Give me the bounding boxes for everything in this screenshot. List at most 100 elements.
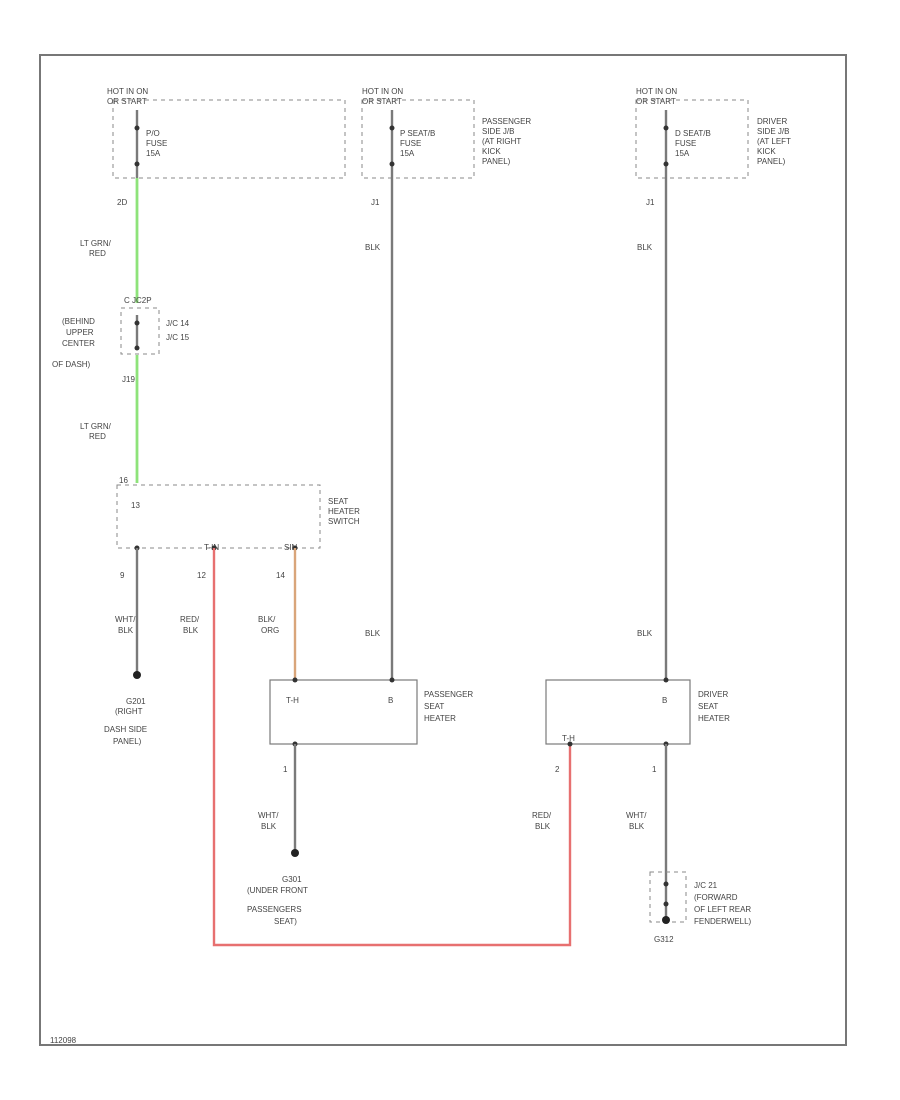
wire-color-whtblk-pass-a: WHT/ xyxy=(258,811,279,820)
pin-drv-2: 2 xyxy=(555,765,560,774)
pin-sw-out-gnd: 9 xyxy=(120,571,125,580)
drv-gnd-dot-2 xyxy=(663,901,669,907)
hot-label-right-1: HOT IN ON xyxy=(636,87,677,96)
right-fuse-dot-2 xyxy=(663,161,669,167)
ground-right-3: OF LEFT REAR xyxy=(694,905,751,914)
left-fuse-label-3: 15A xyxy=(146,149,161,158)
drv-heater-label-1: DRIVER xyxy=(698,690,728,699)
switch-ground-branch: 9 WHT/ BLK G201 (RIGHT DASH SIDE PANEL) xyxy=(104,548,147,746)
hot-label-left-2: OR START xyxy=(107,97,147,106)
ground-left-1: G201 xyxy=(126,697,146,706)
wire-color-blk-mid-top: BLK xyxy=(365,243,381,252)
pass-dot-b xyxy=(389,677,395,683)
switch-label-1: SEAT xyxy=(328,497,348,506)
passenger-seat-heater: T-H B PASSENGER SEAT HEATER xyxy=(269,677,473,747)
hot-label-left-1: HOT IN ON xyxy=(107,87,148,96)
left-fuse-dot-1 xyxy=(134,125,140,131)
ground-left-2: (RIGHT xyxy=(115,707,143,716)
pin-sw-in2: 13 xyxy=(131,501,140,510)
right-fuse-box xyxy=(635,99,749,179)
jc-location-2: UPPER xyxy=(66,328,94,337)
hot-label-mid-1: HOT IN ON xyxy=(362,87,403,96)
mid-jb-label-1: PASSENGER xyxy=(482,117,531,126)
ground-right-2: (FORWARD xyxy=(694,893,738,902)
right-jb-label-4: KICK xyxy=(757,147,776,156)
wire-color-ltgrn-1a: LT GRN/ xyxy=(80,239,112,248)
pin-sw-out-ts: 14 xyxy=(276,571,285,580)
right-jb-label-5: PANEL) xyxy=(757,157,786,166)
mid-fuse-dot-2 xyxy=(389,161,395,167)
right-jb-label-3: (AT LEFT xyxy=(757,137,791,146)
jc-name-1: J/C 14 xyxy=(166,319,190,328)
right-fuse-label-1: D SEAT/B xyxy=(675,129,711,138)
wire-color-whtblk-sw-b: BLK xyxy=(118,626,134,635)
drv-heater-label-2: SEAT xyxy=(698,702,718,711)
drv-terminal-th: T-H xyxy=(562,734,575,743)
wire-color-whtblk-pass-b: BLK xyxy=(261,822,277,831)
pass-terminal-th: T-H xyxy=(286,696,299,705)
ground-left-3: DASH SIDE xyxy=(104,725,147,734)
ground-right-4: FENDERWELL) xyxy=(694,917,752,926)
ground-left-4: PANEL) xyxy=(113,737,142,746)
mid-fuse-group: HOT IN ON OR START P SEAT/B FUSE 15A PAS… xyxy=(361,87,531,179)
ground-right-1: J/C 21 xyxy=(694,881,718,890)
mid-blk-branch: J1 BLK BLK xyxy=(365,178,394,680)
mid-fuse-label-3: 15A xyxy=(400,149,415,158)
jc-location-4: OF DASH) xyxy=(52,360,91,369)
wire-color-redblk-sw-a: RED/ xyxy=(180,615,200,624)
mid-fuse-label-2: FUSE xyxy=(400,139,421,148)
wire-color-blkorg-a: BLK/ xyxy=(258,615,276,624)
right-fuse-group: HOT IN ON OR START D SEAT/B FUSE 15A DRI… xyxy=(635,87,791,179)
pass-heater-label-2: SEAT xyxy=(424,702,444,711)
seat-heater-switch-box xyxy=(116,484,321,549)
pass-heater-label-1: PASSENGER xyxy=(424,690,473,699)
pin-top-right: J1 xyxy=(646,198,655,207)
red-blk-loop: 12 RED/ BLK RED/ BLK xyxy=(180,548,572,947)
left-fuse-label-2: FUSE xyxy=(146,139,167,148)
passenger-heater-box xyxy=(269,679,418,745)
right-jb-label-1: DRIVER xyxy=(757,117,787,126)
hot-label-right-2: OR START xyxy=(636,97,676,106)
switch-terminal-sin: SIN xyxy=(284,543,298,552)
switch-label-2: HEATER xyxy=(328,507,360,516)
diagram-frame xyxy=(39,54,847,1046)
left-fuse-box xyxy=(112,99,346,179)
pin-sw-in: 16 xyxy=(119,476,128,485)
jc-name-2: J/C 15 xyxy=(166,333,190,342)
pin-top-left: 2D xyxy=(117,198,127,207)
left-fuse-dot-2 xyxy=(134,161,140,167)
wire-color-blk-right-top: BLK xyxy=(637,243,653,252)
wire-color-whtblk-drv-a: WHT/ xyxy=(626,811,647,820)
wire-color-ltgrn-2b: RED xyxy=(89,432,106,441)
hot-label-mid-2: OR START xyxy=(362,97,402,106)
pass-heater-label-3: HEATER xyxy=(424,714,456,723)
mid-fuse-box xyxy=(361,99,475,179)
right-jb-label-2: SIDE J/B xyxy=(757,127,789,136)
driver-seat-heater: B T-H DRIVER SEAT HEATER 2 xyxy=(545,677,730,774)
wire-color-whtblk-drv-b: BLK xyxy=(629,822,645,831)
drv-dot-th xyxy=(567,741,573,747)
right-fuse-label-3: 15A xyxy=(675,149,690,158)
pin-top-mid: J1 xyxy=(371,198,380,207)
jc-location-3: CENTER xyxy=(62,339,95,348)
wire-color-ltgrn-1b: RED xyxy=(89,249,106,258)
ground-mid-1: G301 xyxy=(282,875,302,884)
passenger-ground-branch: 1 WHT/ BLK G301 (UNDER FRONT PASSENGERS … xyxy=(247,744,308,926)
wire-color-ltgrn-2a: LT GRN/ xyxy=(80,422,112,431)
pin-drv-1: 1 xyxy=(652,765,657,774)
wire-color-redblk-drv-b: BLK xyxy=(535,822,551,831)
mid-jb-label-4: KICK xyxy=(482,147,501,156)
switch-label-3: SWITCH xyxy=(328,517,360,526)
mid-jb-label-5: PANEL) xyxy=(482,157,511,166)
wire-red-blk-loop xyxy=(212,548,572,947)
wire-color-blkorg-b: ORG xyxy=(261,626,279,635)
wire-color-blk-right-low: BLK xyxy=(637,629,653,638)
pin-pass: 1 xyxy=(283,765,288,774)
right-blk-branch: J1 BLK BLK xyxy=(637,178,668,680)
mid-fuse-label-1: P SEAT/B xyxy=(400,129,435,138)
right-fuse-label-2: FUSE xyxy=(675,139,696,148)
pass-terminal-b: B xyxy=(388,696,393,705)
ground-mid-4: SEAT) xyxy=(274,917,297,926)
jc-location-1: (BEHIND xyxy=(62,317,95,326)
